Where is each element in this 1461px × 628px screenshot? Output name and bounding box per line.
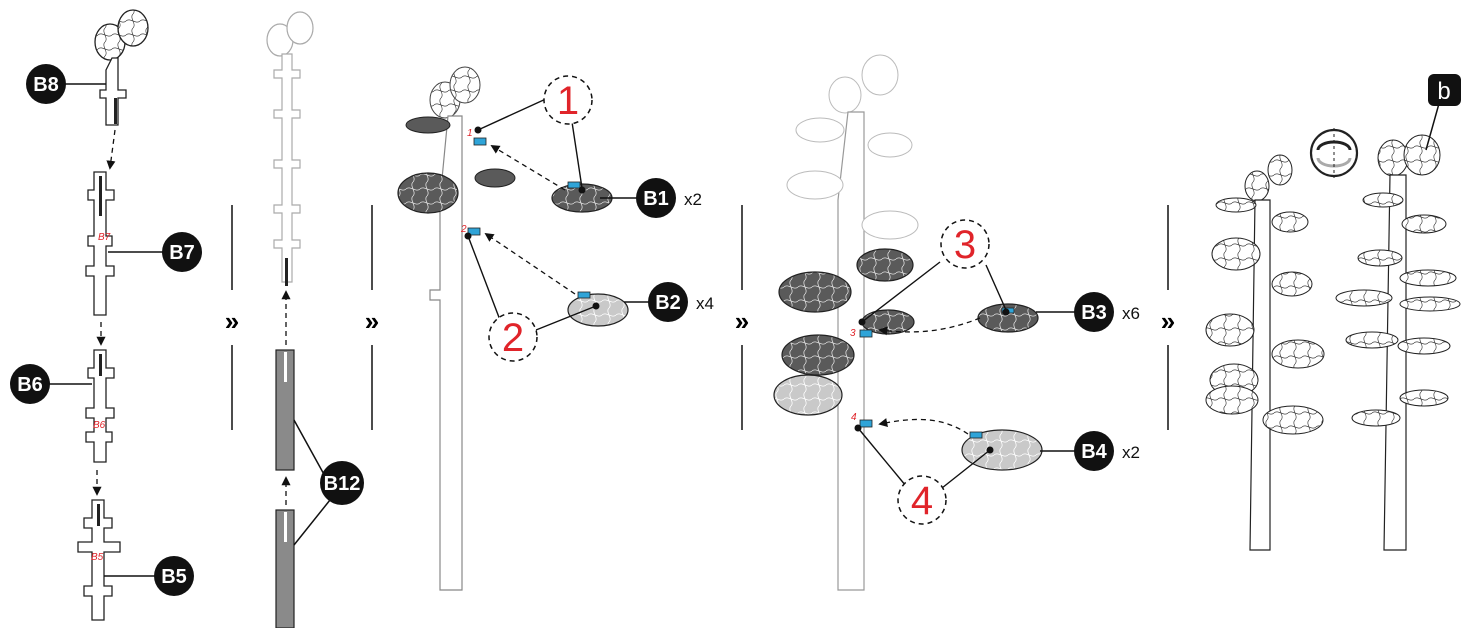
label-b12: B12 [324, 473, 361, 495]
step-3-callout [940, 219, 990, 269]
label-b8-badge [26, 64, 66, 104]
label-b6-badge [10, 364, 50, 404]
finished-tree-side-drawing [1335, 134, 1461, 551]
label-b12-badge [320, 461, 364, 505]
label-b5-badge [154, 556, 194, 596]
b12-lower-drawing [275, 509, 295, 628]
tree-stage-3-drawing: 1 2 [397, 66, 516, 591]
part-b6-drawing: B6 [85, 349, 115, 463]
panel-b-tag-text: b [1437, 78, 1450, 105]
separator-1-glyph: » [225, 306, 239, 336]
panel-2: B12 [266, 11, 364, 628]
separator-2-glyph: » [365, 306, 379, 336]
tree-stage-4-drawing: 3 4 [773, 54, 919, 591]
label-b3-badge [1074, 292, 1114, 332]
qty-b1: x2 [684, 190, 702, 209]
slot-mark-4: 4 [851, 412, 857, 423]
label-b1: B1 [643, 188, 669, 210]
panel-b-tag [1428, 74, 1461, 106]
qty-b3: x6 [1122, 304, 1140, 323]
b12-upper-drawing [275, 349, 295, 471]
panel-4: 3 4 B3 x6 3 B4 x2 [773, 54, 1140, 591]
label-b2-badge [648, 282, 688, 322]
label-b2: B2 [655, 292, 681, 314]
stem-assembled-drawing [266, 11, 314, 283]
separator-3-glyph: » [735, 306, 749, 336]
step-1-number: 1 [557, 79, 579, 123]
slot-mark-1: 1 [467, 128, 473, 139]
panel-3: 1 2 B1 x2 1 B2 x4 [397, 66, 714, 591]
label-b6: B6 [17, 374, 43, 396]
slot-mark-2: 2 [460, 224, 467, 235]
slot-mark-3: 3 [850, 328, 856, 339]
arrow-b3 [878, 317, 981, 336]
label-b7-badge [162, 232, 202, 272]
arrow-b4 [878, 418, 969, 435]
stamp-b7: B7 [98, 232, 111, 243]
label-b4: B4 [1081, 441, 1107, 463]
step-2-number: 2 [502, 316, 524, 360]
qty-b4: x2 [1122, 443, 1140, 462]
step-4-number: 4 [911, 479, 933, 523]
stamp-b6: B6 [93, 420, 106, 431]
part-b8-drawing [94, 9, 149, 126]
b4-leaf-drawing [961, 429, 1043, 471]
label-b8: B8 [33, 74, 59, 96]
finished-tree-front-drawing [1205, 154, 1325, 551]
part-b5-drawing: B5 [77, 499, 121, 621]
arrow-b2 [484, 232, 576, 295]
separator-1: » [225, 205, 239, 430]
b2-leaf-drawing [567, 291, 629, 327]
rotate-view-icon [1309, 128, 1359, 178]
label-b4-badge [1074, 431, 1114, 471]
label-b3: B3 [1081, 302, 1107, 324]
step-4-callout [897, 475, 947, 525]
panel-1: B7 B6 B5 B8 B7 B6 B5 [10, 9, 202, 621]
qty-b2: x4 [696, 294, 714, 313]
panel-5: b [1205, 74, 1461, 551]
part-b7-drawing: B7 [85, 171, 115, 316]
label-b5: B5 [161, 566, 187, 588]
label-b7: B7 [169, 242, 195, 264]
step-2-callout [488, 312, 538, 362]
separator-3: » [735, 205, 749, 430]
separator-4-glyph: » [1161, 306, 1175, 336]
separator-4: » [1161, 205, 1175, 430]
separator-2: » [365, 205, 379, 430]
b3-leaf-drawing [977, 303, 1039, 333]
step-1-callout [543, 75, 593, 125]
stamp-b5: B5 [91, 552, 104, 563]
step-3-number: 3 [954, 223, 976, 267]
arrow-b7-b8 [106, 129, 116, 170]
label-b1-badge [636, 178, 676, 218]
